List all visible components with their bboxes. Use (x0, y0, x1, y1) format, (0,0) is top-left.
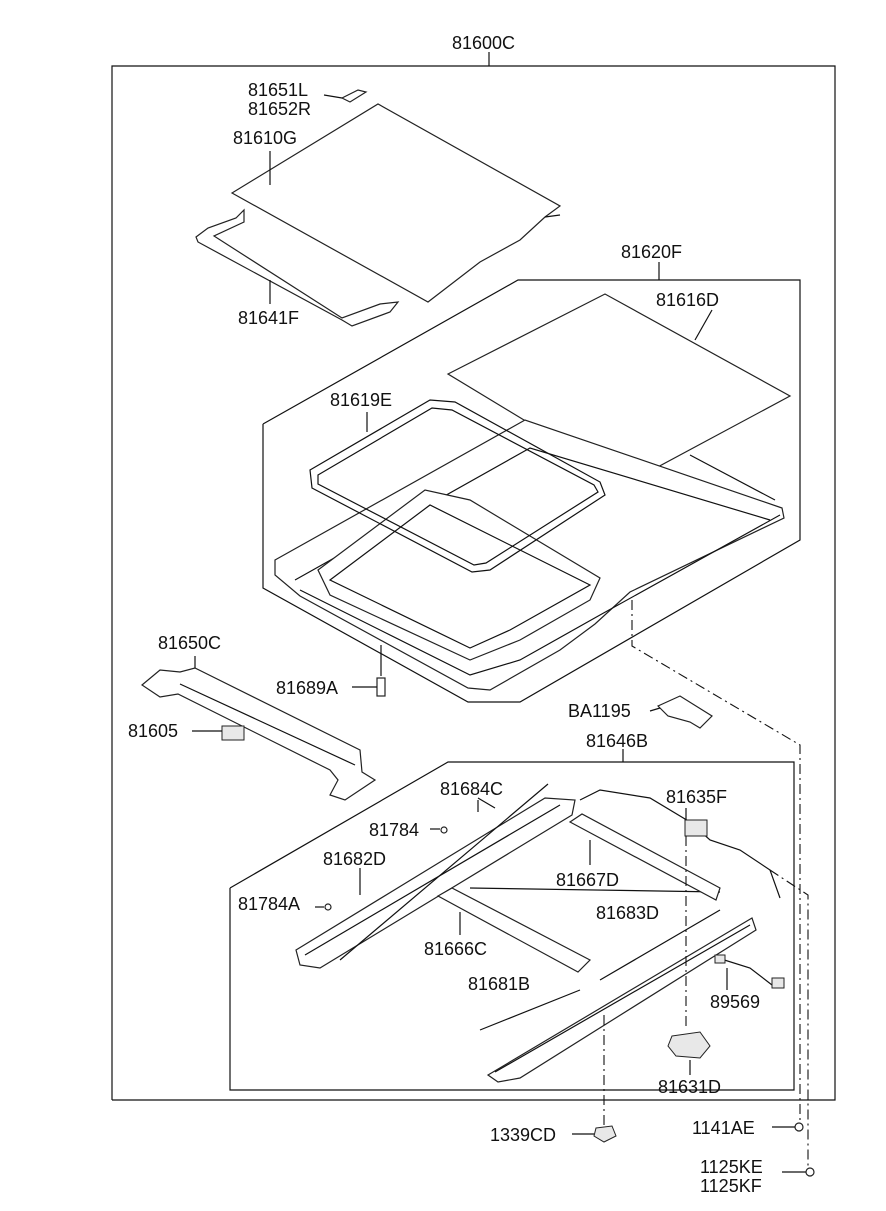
label-81650c: 81650C (158, 633, 221, 653)
ba-bracket (649, 695, 713, 729)
cable-81683d (599, 909, 721, 981)
rear-bracket (140, 656, 377, 801)
label-81620f: 81620F (621, 242, 682, 262)
cable-81681b (479, 989, 581, 1031)
right-rail (486, 917, 757, 1083)
label-81619e: 81619E (330, 390, 392, 410)
label-81682d: 81682D (323, 849, 386, 869)
label-81667d: 81667D (556, 870, 619, 890)
motor (667, 1031, 711, 1075)
glass-panel (230, 103, 562, 303)
label-81600c: 81600C (452, 33, 515, 53)
label-81784a: 81784A (238, 894, 300, 914)
label-81641f: 81641F (238, 308, 299, 328)
glass-seal (195, 208, 400, 327)
label-81784: 81784 (369, 820, 419, 840)
label-81652r: 81652R (248, 99, 311, 119)
drain-hose (352, 645, 386, 697)
label-81610g: 81610G (233, 128, 297, 148)
ref-line-4 (769, 869, 809, 1166)
label-1125ke: 1125KE (700, 1157, 763, 1177)
label-1141ae: 1141AE (692, 1118, 755, 1138)
glass-clip (323, 89, 368, 103)
assembly-border (111, 52, 836, 1101)
small-bracket (192, 725, 245, 741)
label-81684c: 81684C (440, 779, 503, 799)
drive-cable (579, 789, 781, 899)
label-81646b: 81646B (586, 731, 648, 751)
label-81666c: 81666C (424, 939, 487, 959)
link-81666c (436, 887, 592, 973)
label-1125kf: 1125KF (700, 1176, 762, 1196)
label-ba1195: BA1195 (568, 701, 631, 721)
label-89569: 89569 (710, 992, 760, 1012)
label-81635f: 81635F (666, 787, 727, 807)
screw-81784a (315, 903, 332, 911)
label-81683d: 81683D (596, 903, 659, 923)
label-81651l: 81651L (248, 80, 308, 100)
label-81689a: 81689A (276, 678, 338, 698)
label-81631d: 81631D (658, 1077, 721, 1097)
left-rail (295, 783, 576, 969)
label-81681b: 81681B (468, 974, 530, 994)
label-81605: 81605 (128, 721, 178, 741)
rail-assy-border (229, 749, 795, 1091)
weatherstrip (309, 399, 606, 573)
wiring-89569 (714, 954, 785, 990)
bolt-1141ae (772, 1122, 804, 1132)
sunroof-frame (274, 419, 785, 691)
label-1339cd: 1339CD (490, 1125, 556, 1145)
cable-mid (469, 887, 721, 893)
grommet (572, 1125, 617, 1143)
label-81616d: 81616D (656, 290, 719, 310)
frame-assy-border (262, 262, 801, 703)
ref-line-1 (631, 600, 801, 1120)
bolt-1125ke (782, 1167, 815, 1177)
screw-81784 (430, 826, 448, 834)
link-81667d (568, 813, 721, 901)
